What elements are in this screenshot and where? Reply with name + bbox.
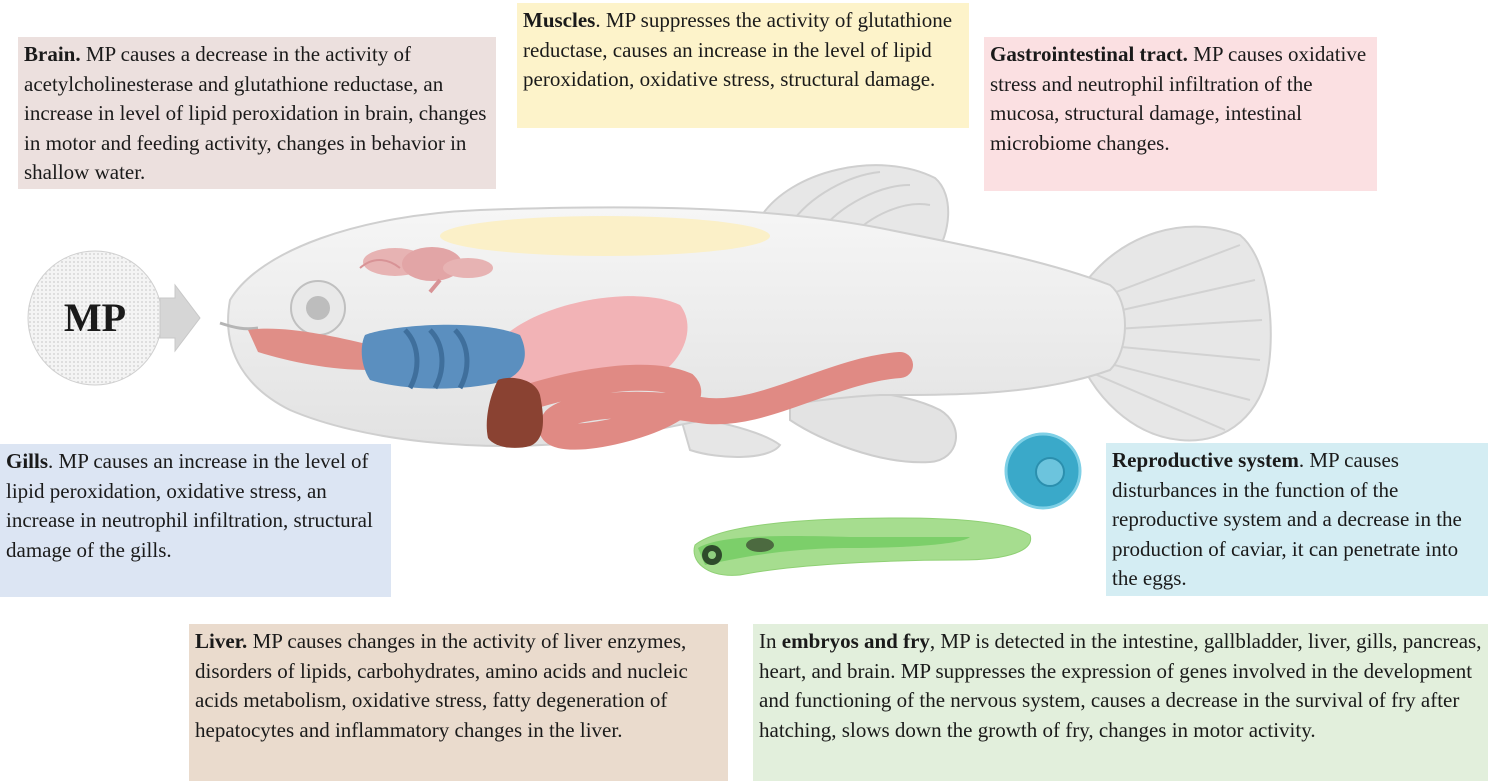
liver-title: Liver. [195, 629, 247, 653]
embryos-title: embryos and fry [782, 629, 930, 653]
muscles-title: Muscles [523, 8, 595, 32]
liver-text: MP causes changes in the activity of liv… [195, 629, 688, 742]
liver-organ [487, 378, 543, 448]
larva [694, 518, 1031, 575]
muscles-effects-box: Muscles. MP suppresses the activity of g… [517, 3, 969, 128]
gi-tract-effects-box: Gastrointestinal tract. MP causes oxidat… [984, 37, 1377, 191]
reproductive-effects-box: Reproductive system. MP causes disturban… [1106, 443, 1488, 596]
muscle-organ [440, 216, 770, 256]
embryos-effects-box: In embryos and fry, MP is detected in th… [753, 624, 1488, 781]
mp-arrow-icon [160, 285, 200, 351]
brain-effects-box: Brain. MP causes a decrease in the activ… [18, 37, 496, 189]
mp-label: MP [58, 294, 132, 341]
reproductive-title: Reproductive system [1112, 448, 1299, 472]
gills-title: Gills [6, 449, 48, 473]
gi-title: Gastrointestinal tract. [990, 42, 1188, 66]
embryos-prefix: In [759, 629, 782, 653]
brain-text: MP causes a decrease in the activity of … [24, 42, 486, 184]
gills-text: . MP causes an increase in the level of … [6, 449, 373, 562]
liver-effects-box: Liver. MP causes changes in the activity… [189, 624, 728, 781]
brain-title: Brain. [24, 42, 81, 66]
egg [1006, 434, 1080, 508]
gills-effects-box: Gills. MP causes an increase in the leve… [0, 444, 391, 597]
gills-organ [362, 325, 525, 389]
